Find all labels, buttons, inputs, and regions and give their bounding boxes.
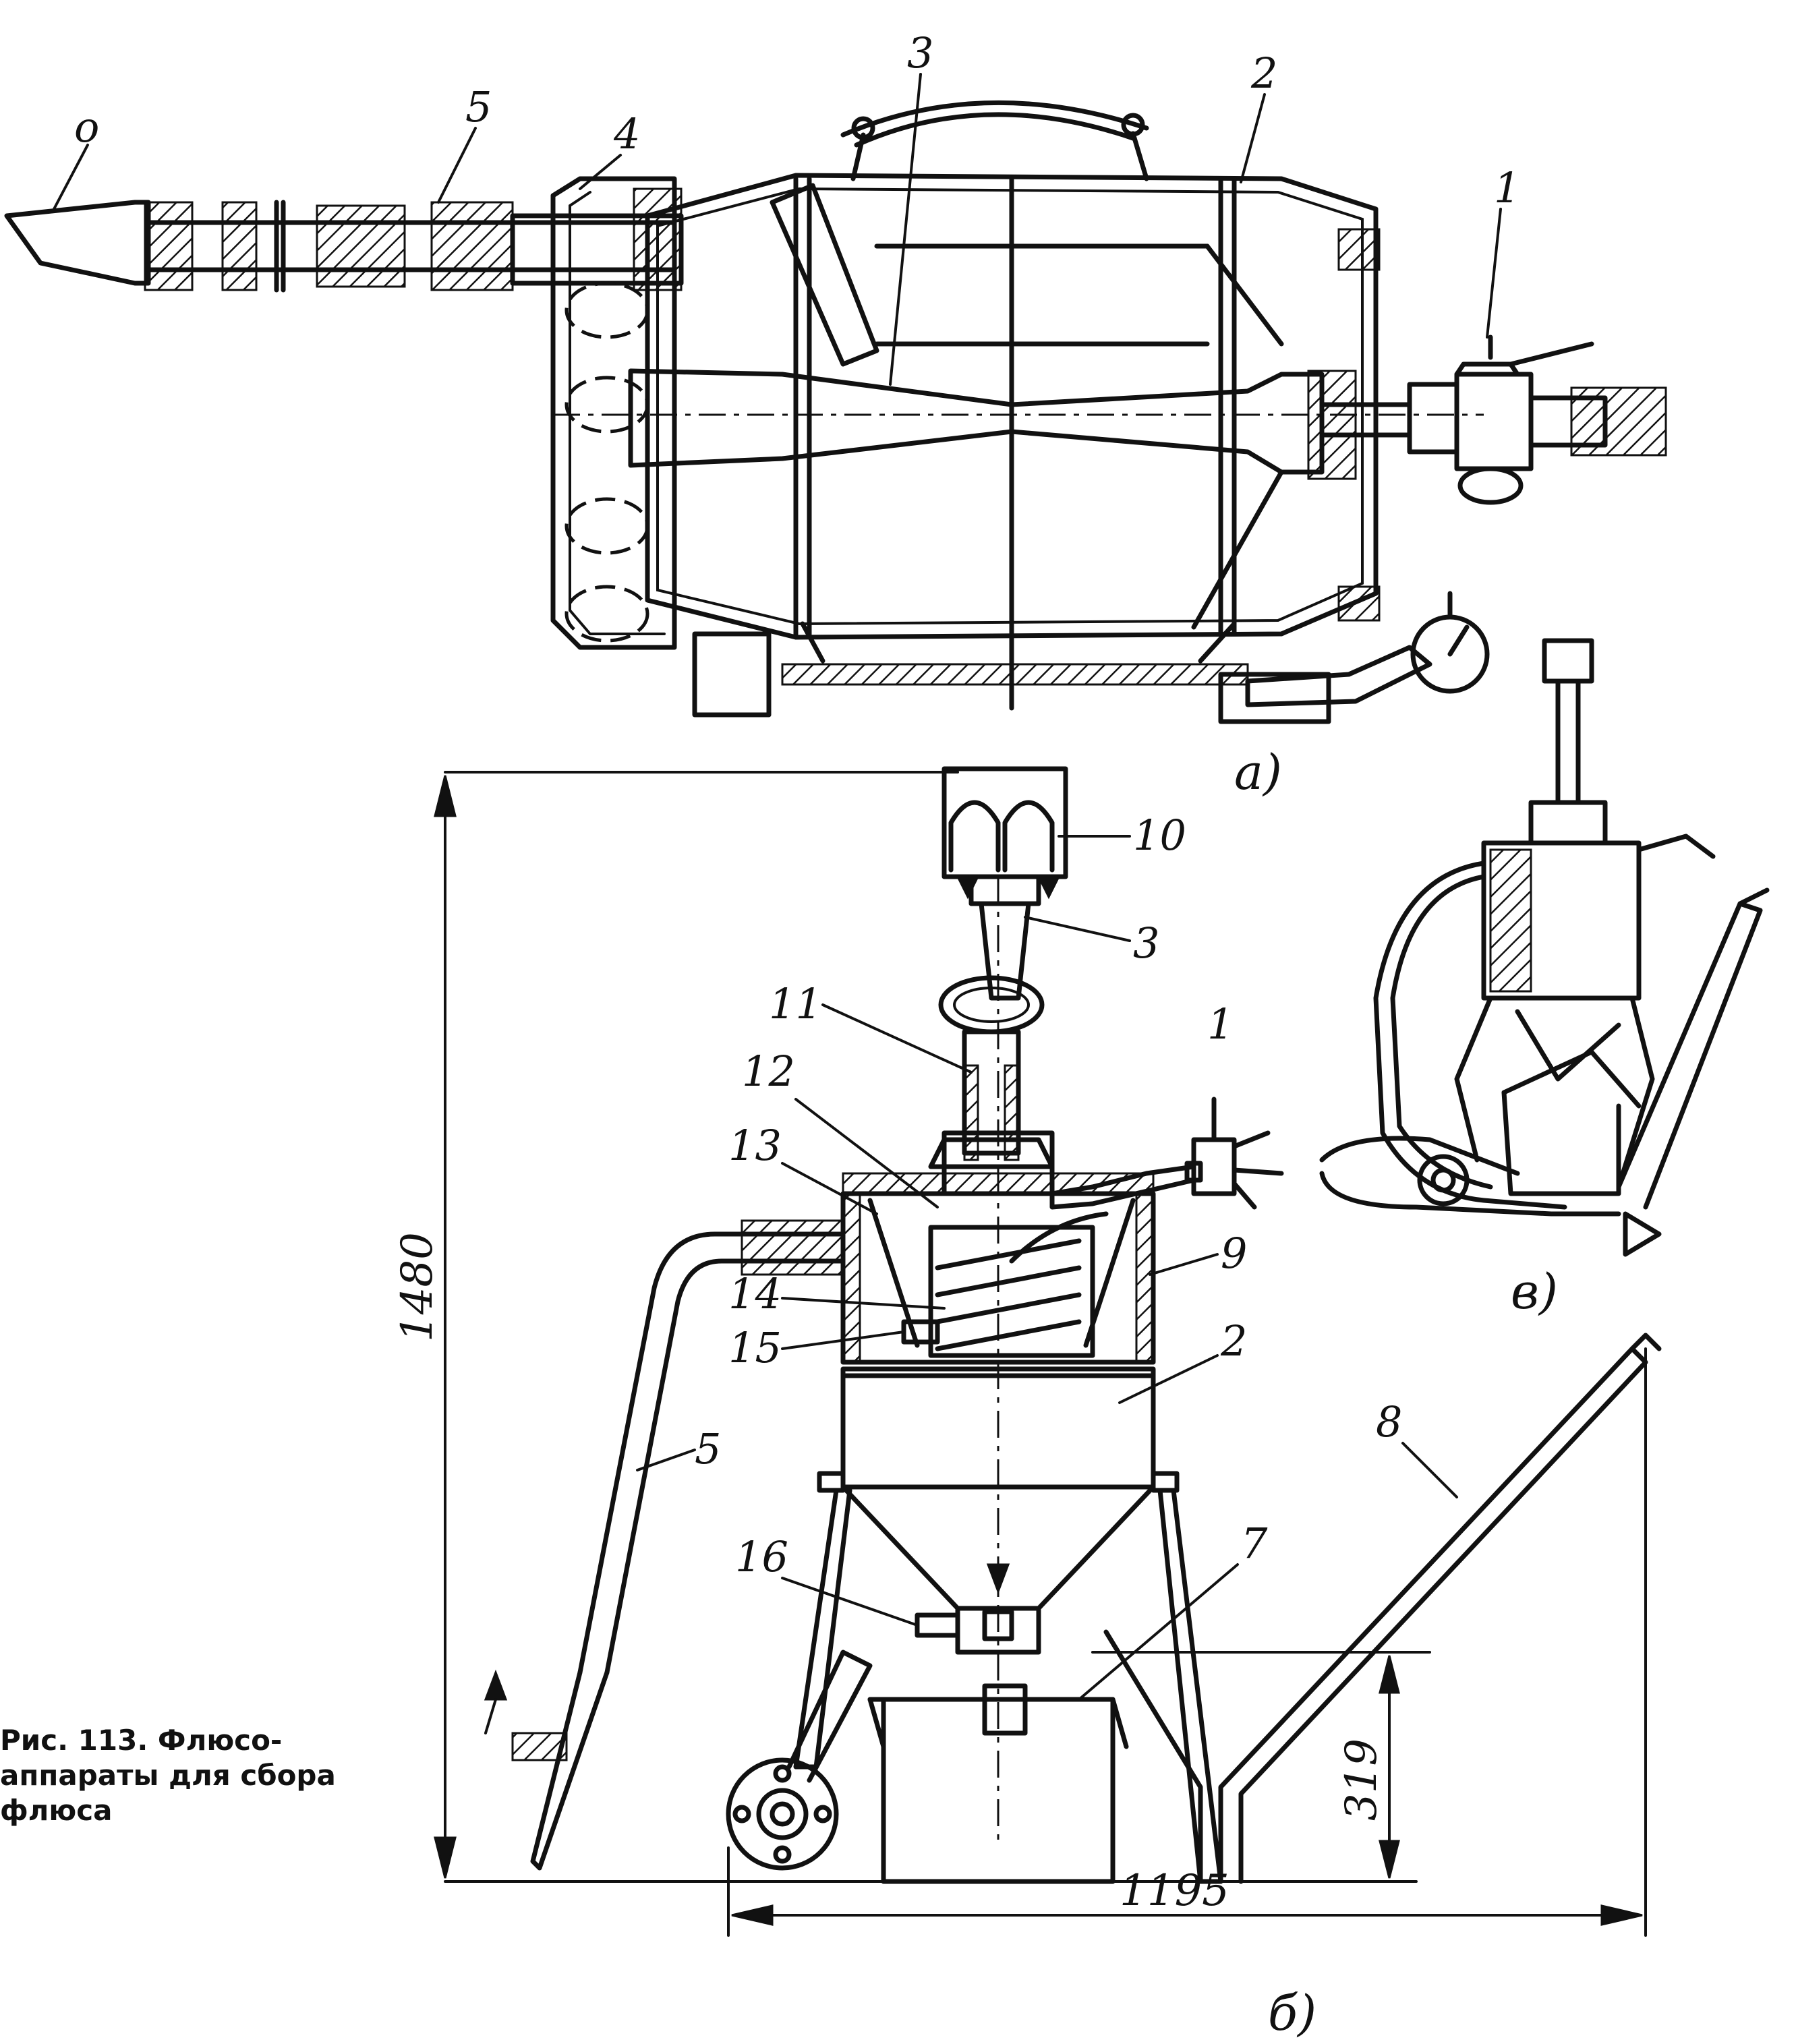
label-b-14: 14 [728,1269,782,1318]
label-a-3: 3 [907,28,933,78]
view-b-labels: 10 3 11 1 12 13 9 14 15 2 5 8 16 7 1480 … [393,811,1458,2041]
caption-line-2: аппараты для сбора [0,1759,336,1792]
view-b-drawing [434,766,1662,1937]
label-a-4: 4 [613,109,640,158]
subtitle-c: в) [1511,1263,1558,1320]
subtitle-a: а) [1234,744,1282,800]
label-a-o: о [74,103,99,152]
label-a-2: 2 [1250,49,1277,98]
caption-line-1: Рис. 113. Флюсо- [0,1724,283,1757]
figure-caption: Рис. 113. Флюсо- аппараты для сбора флюс… [0,1723,432,1828]
caption-line-3: флюса [0,1794,113,1827]
label-b-1: 1 [1207,999,1234,1049]
view-a-drawing [4,100,1667,724]
label-b-8: 8 [1376,1397,1402,1447]
label-b-2: 2 [1220,1316,1247,1366]
label-b-7: 7 [1241,1519,1268,1568]
label-b-15: 15 [728,1323,782,1372]
label-b-16: 16 [735,1532,788,1581]
label-a-5: 5 [465,82,492,132]
label-b-5: 5 [695,1424,721,1473]
label-b-12: 12 [742,1047,795,1096]
label-b-13: 13 [728,1121,782,1170]
view-a-labels: о 5 4 3 2 1 а) [53,28,1520,800]
label-b-3: 3 [1133,918,1159,968]
dim-width-1195: 1195 [1120,1866,1229,1916]
view-c-drawing: в) [1319,638,1770,1320]
dim-base-height-319: 319 [1337,1739,1387,1821]
label-b-10: 10 [1133,811,1186,860]
dim-height-1480: 1480 [393,1232,442,1342]
subtitle-b: б) [1268,1985,1316,2041]
label-b-11: 11 [769,979,822,1028]
label-b-9: 9 [1221,1229,1247,1278]
label-a-1: 1 [1494,163,1520,212]
